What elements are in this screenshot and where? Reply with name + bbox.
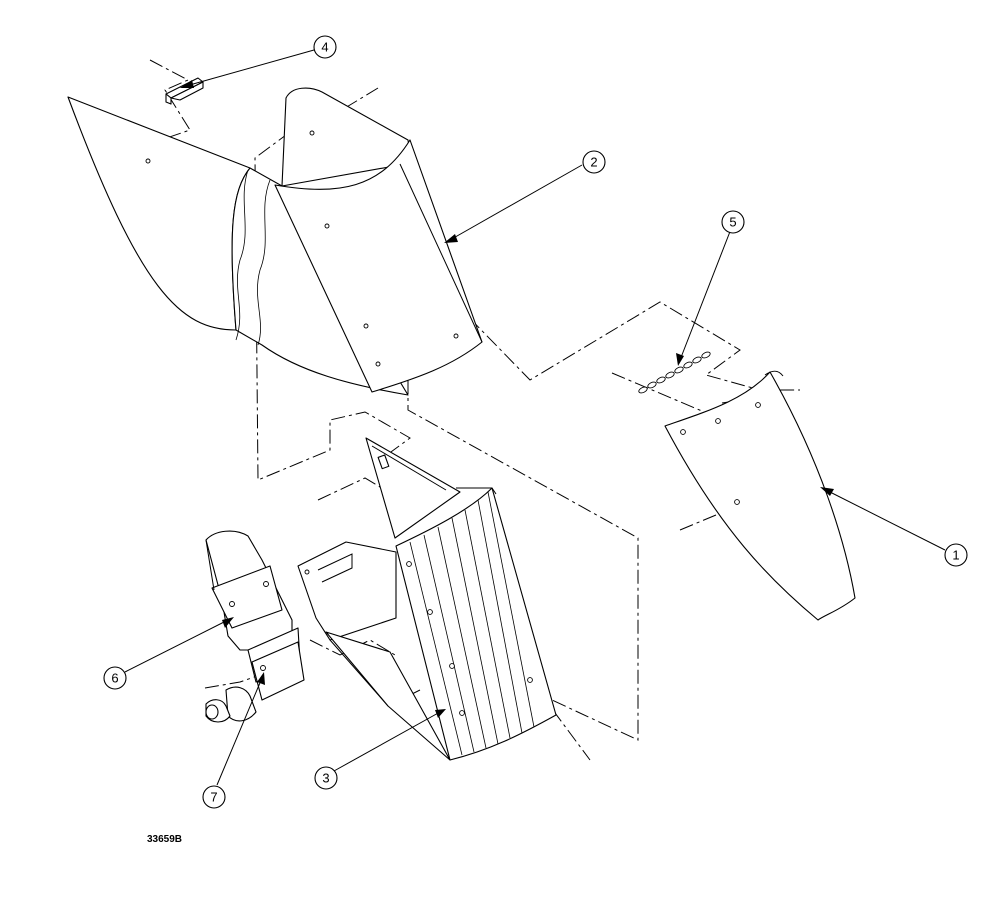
callout-3-label: 3 (322, 771, 329, 786)
part-2-upper-spout (67, 87, 483, 396)
callout-2-label: 2 (590, 155, 597, 170)
callout-6: 6 (103, 666, 127, 690)
leader-lines (124, 49, 946, 786)
part-7-motor (205, 641, 305, 723)
callout-1-label: 1 (952, 548, 959, 563)
part-4-clip (165, 77, 204, 105)
callout-5: 5 (721, 210, 745, 234)
callout-4: 4 (313, 35, 337, 59)
callout-7: 7 (202, 785, 226, 809)
callout-2: 2 (582, 150, 606, 174)
callout-7-label: 7 (210, 790, 217, 805)
callout-3: 3 (314, 766, 338, 790)
callout-5-label: 5 (729, 215, 736, 230)
part-1-deflector (664, 370, 856, 621)
part-3-lower-spout (297, 437, 557, 761)
part-5-chain (638, 351, 711, 394)
figure-id-label: 33659B (147, 834, 183, 845)
callout-1: 1 (944, 543, 968, 567)
callout-4-label: 4 (321, 40, 328, 55)
callout-6-label: 6 (111, 671, 118, 686)
